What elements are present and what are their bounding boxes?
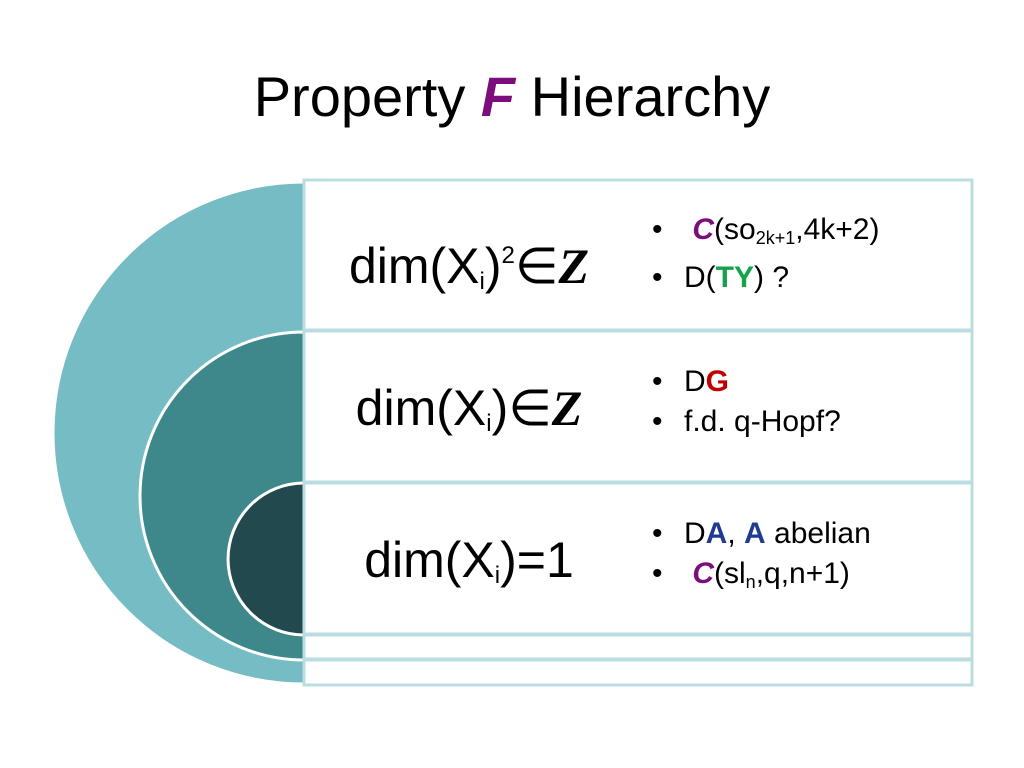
inner-arc xyxy=(226,481,306,637)
list-item: DG xyxy=(648,362,841,402)
row-2-bullets: DG f.d. q-Hopf? xyxy=(648,362,841,442)
title-text-before: Property xyxy=(253,65,466,128)
list-item: C(sln,q,n+1) xyxy=(648,554,871,602)
title-text-after: Hierarchy xyxy=(530,65,771,128)
slide-title: Property F Hierarchy xyxy=(0,62,1024,132)
row-3-label: dim(Xi)=1 xyxy=(364,532,574,589)
row-1-bullets: C(so2k+1,4k+2) D(TY) ? xyxy=(648,210,879,298)
row-box-5 xyxy=(302,658,974,687)
row-1-label: dim(Xi)2∈Z xyxy=(348,238,590,295)
integers-symbol: Z xyxy=(558,238,590,294)
list-item: C(so2k+1,4k+2) xyxy=(648,210,879,258)
row-box-4 xyxy=(302,633,974,661)
title-property-letter: F xyxy=(480,65,516,128)
list-item: f.d. q-Hopf? xyxy=(648,402,841,442)
row-box-2 xyxy=(302,329,974,484)
integers-symbol: Z xyxy=(551,380,583,436)
row-2-label: dim(Xi)∈Z xyxy=(355,380,583,437)
row-3-bullets: DA, A abelian C(sln,q,n+1) xyxy=(648,514,871,602)
list-item: D(TY) ? xyxy=(648,258,879,298)
list-item: DA, A abelian xyxy=(648,514,871,554)
